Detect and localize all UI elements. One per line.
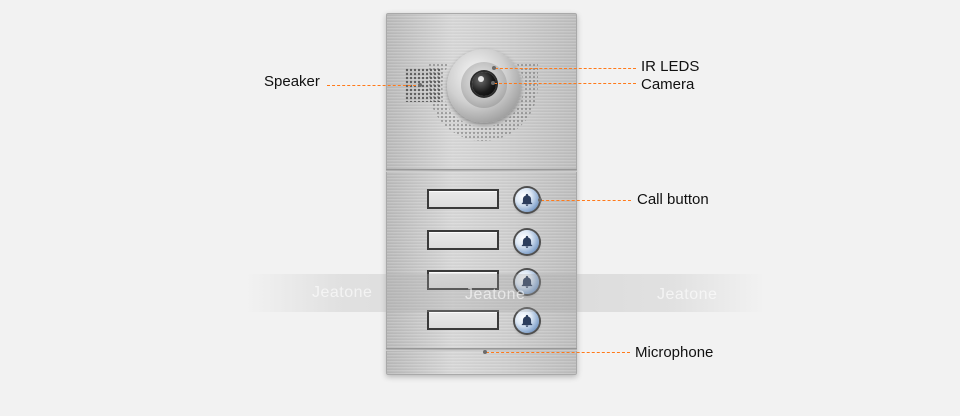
call-button-4[interactable] — [515, 309, 539, 333]
bell-icon — [521, 193, 533, 206]
camera-glint — [478, 76, 484, 82]
bell-icon — [521, 314, 533, 327]
callout-line-camera — [494, 83, 636, 84]
nameplate-1 — [427, 189, 499, 209]
label-speaker: Speaker — [264, 73, 320, 90]
panel-seam-top — [386, 169, 577, 172]
callout-line-speaker — [327, 85, 421, 86]
bell-icon — [521, 235, 533, 248]
nameplate-3 — [427, 270, 499, 290]
callout-dot-microphone — [483, 350, 487, 354]
watermark-text-center: Jeatone — [465, 286, 526, 303]
watermark-text-right: Jeatone — [657, 286, 718, 303]
panel-seam-bottom — [386, 348, 577, 351]
callout-dot-camera — [491, 81, 495, 85]
label-camera: Camera — [641, 76, 695, 93]
callout-line-ir-leds — [495, 68, 636, 69]
label-microphone: Microphone — [635, 344, 714, 361]
watermark-band — [245, 274, 765, 312]
nameplate-4 — [427, 310, 499, 330]
bell-icon — [521, 275, 533, 288]
callout-line-microphone — [486, 352, 630, 353]
callout-dot-call-button — [538, 198, 542, 202]
callout-line-call-button — [541, 200, 631, 201]
callout-dot-speaker — [418, 83, 422, 87]
call-button-3[interactable] — [515, 270, 539, 294]
label-call-button: Call button — [637, 191, 709, 208]
nameplate-2 — [427, 230, 499, 250]
label-ir-leds: IR LEDS — [641, 58, 700, 75]
call-button-1[interactable] — [515, 188, 539, 212]
watermark-text-left: Jeatone — [312, 284, 373, 301]
call-button-2[interactable] — [515, 230, 539, 254]
callout-dot-ir-leds — [492, 66, 496, 70]
